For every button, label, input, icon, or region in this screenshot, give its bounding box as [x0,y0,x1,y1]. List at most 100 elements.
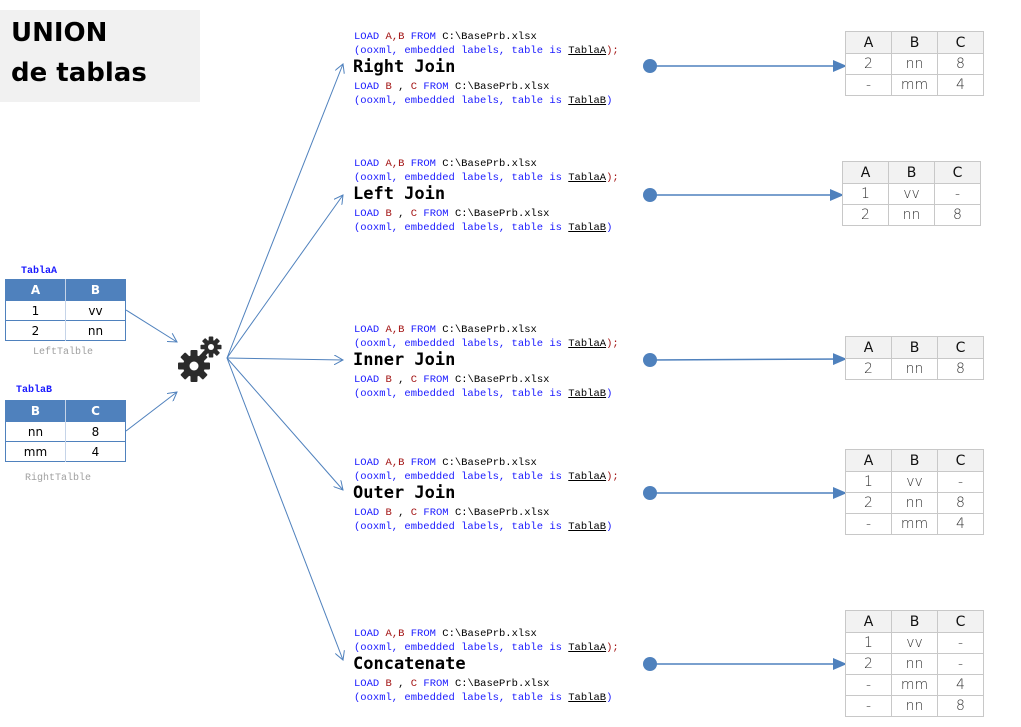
statement-end: ) [606,692,613,704]
table-name: TablaA [568,642,607,654]
table-cell: 8 [65,421,126,442]
fields: A,B [385,628,405,640]
table-cell: 4 [937,513,984,535]
statement-end: ); [606,45,619,57]
table-cell: 8 [937,695,984,717]
separator: , [398,81,405,93]
keyword-from: FROM [410,158,436,170]
file-path: C:\BasePrb.xlsx [454,374,550,386]
table-row: nn 8 [5,421,126,442]
source-table-b-caption: RightTalble [25,473,92,484]
table-header-row: A B [5,279,126,301]
header-cell: B [888,161,935,184]
title-line-1: UNION [11,18,108,48]
keyword-load: LOAD [354,324,380,336]
load-options: (ooxml, embedded labels, table is [354,95,562,107]
file-path: C:\BasePrb.xlsx [442,31,537,43]
statement-end: ); [606,471,619,483]
table-cell: nn [891,695,938,717]
field: B [385,374,392,386]
load-options: (ooxml, embedded labels, table is [354,45,562,57]
code-load-b-concatenate: LOAD B , C FROM C:\BasePrb.xlsx (ooxml, … [354,677,612,705]
source-table-a: A B 1 vv 2 nn [5,279,126,341]
code-load-b-inner-join: LOAD B , C FROM C:\BasePrb.xlsx (ooxml, … [354,373,612,401]
file-path: C:\BasePrb.xlsx [454,507,550,519]
header-cell: C [934,161,981,184]
header-cell: C [937,610,984,633]
load-options: (ooxml, embedded labels, table is [354,471,562,483]
header-cell: A [5,279,66,301]
table-cell: - [845,674,892,696]
table-header-row: B C [5,400,126,422]
load-options: (ooxml, embedded labels, table is [354,222,562,234]
table-cell: 8 [937,492,984,514]
statement-end: ); [606,642,619,654]
statement-end: ); [606,338,619,350]
table-cell: vv [891,632,938,654]
keyword-from: FROM [423,374,449,386]
keyword-from: FROM [423,81,449,93]
file-path: C:\BasePrb.xlsx [454,678,550,690]
load-options: (ooxml, embedded labels, table is [354,172,562,184]
load-options: (ooxml, embedded labels, table is [354,338,562,350]
keyword-from: FROM [410,628,436,640]
gears-icon [178,336,222,382]
table-cell: 1 [845,471,892,493]
keyword-load: LOAD [354,374,380,386]
header-cell: C [937,336,984,359]
arrow-to-left-join [226,195,343,359]
code-load-a-inner-join: LOAD A,B FROM C:\BasePrb.xlsx (ooxml, em… [354,323,619,351]
statement-end: ) [606,388,613,400]
field: B [385,81,392,93]
join-label-left-join: Left Join [353,184,446,204]
table-cell: mm [891,74,938,96]
table-cell: - [937,471,984,493]
field: B [385,678,392,690]
field: B [385,208,392,220]
header-cell: B [65,279,126,301]
table-cell: nn [888,204,935,226]
code-load-a-outer-join: LOAD A,B FROM C:\BasePrb.xlsx (ooxml, em… [354,456,619,484]
load-options: (ooxml, embedded labels, table is [354,521,562,533]
header-cell: C [937,31,984,54]
fields: A,B [385,457,405,469]
keyword-load: LOAD [354,628,380,640]
table-cell: vv [888,183,935,205]
table-cell: nn [65,320,126,341]
code-load-a-left-join: LOAD A,B FROM C:\BasePrb.xlsx (ooxml, em… [354,157,619,185]
table-name: TablaA [568,45,607,57]
code-load-a-concatenate: LOAD A,B FROM C:\BasePrb.xlsx (ooxml, em… [354,627,619,655]
keyword-load: LOAD [354,31,380,43]
header-cell: A [845,449,892,472]
arrow-to-outer-join [226,357,343,490]
arrow-table-a-to-processor [125,309,177,342]
result-arrow-inner-join [649,353,847,366]
table-cell: 1 [845,632,892,654]
table-cell: mm [5,441,66,462]
statement-end: ) [606,95,613,107]
field: C [410,81,418,93]
table-cell: 2 [845,53,892,75]
statement-end: ) [606,521,613,533]
header-cell: A [845,610,892,633]
keyword-load: LOAD [354,457,380,469]
join-label-concatenate: Concatenate [353,654,466,674]
arrow-to-right-join [226,64,343,359]
header-cell: C [937,449,984,472]
table-name: TablaB [568,692,607,704]
keyword-from: FROM [410,324,436,336]
table-name: TablaB [568,222,607,234]
fields: A,B [385,31,405,43]
arrow-to-inner-join [226,358,343,360]
table-cell: 2 [5,320,66,341]
header-cell: B [5,400,66,422]
